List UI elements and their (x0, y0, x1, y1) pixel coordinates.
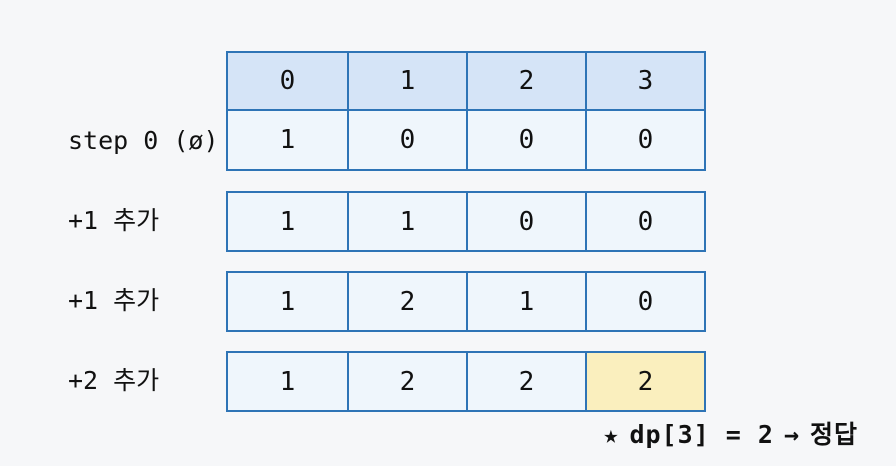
dp-cell: 1 (279, 206, 296, 237)
dp-cell: 0 (466, 193, 585, 250)
dp-cell: 2 (347, 353, 466, 410)
header-cell-2: 2 (466, 53, 585, 111)
dp-cell: 0 (466, 111, 585, 169)
header-cell-0: 0 (228, 53, 347, 111)
row-label-step0: step 0 (ø) (68, 126, 219, 155)
dp-cell: 1 (347, 193, 466, 250)
header-cell-3: 3 (585, 53, 704, 111)
star-icon: ★ (603, 420, 620, 449)
answer-formula: dp[3] = 2 (629, 420, 774, 449)
dp-cell: 1 (279, 286, 296, 317)
dp-cell: 2 (347, 273, 466, 330)
dp-cell: 0 (585, 111, 704, 169)
row-label-plus1-first: +1 추가 (68, 206, 160, 235)
dp-table-step0: 0 1 2 3 1 0 0 0 (226, 51, 706, 171)
dp-cell: 0 (347, 111, 466, 169)
dp-cell: 1 (279, 366, 296, 397)
row-label-plus2: +2 추가 (68, 366, 160, 395)
dp-cell-highlighted: 2 (585, 353, 704, 410)
dp-cell: 1 (279, 125, 296, 155)
dp-cell: 1 (466, 273, 585, 330)
dp-cell: 2 (466, 353, 585, 410)
dp-table-plus1-first: 1 1 0 0 (226, 191, 706, 252)
dp-table-plus1-second: 1 2 1 0 (226, 271, 706, 332)
answer-footnote: ★ dp[3] = 2 → 정답 (226, 420, 858, 450)
answer-label: 정답 (809, 420, 858, 449)
arrow-right-icon: → (783, 420, 800, 449)
row-label-plus1-second: +1 추가 (68, 286, 160, 315)
dp-cell: 0 (585, 193, 704, 250)
dp-table-plus2: 1 2 2 2 (226, 351, 706, 412)
dp-cell: 0 (585, 273, 704, 330)
header-cell-1: 1 (347, 53, 466, 111)
